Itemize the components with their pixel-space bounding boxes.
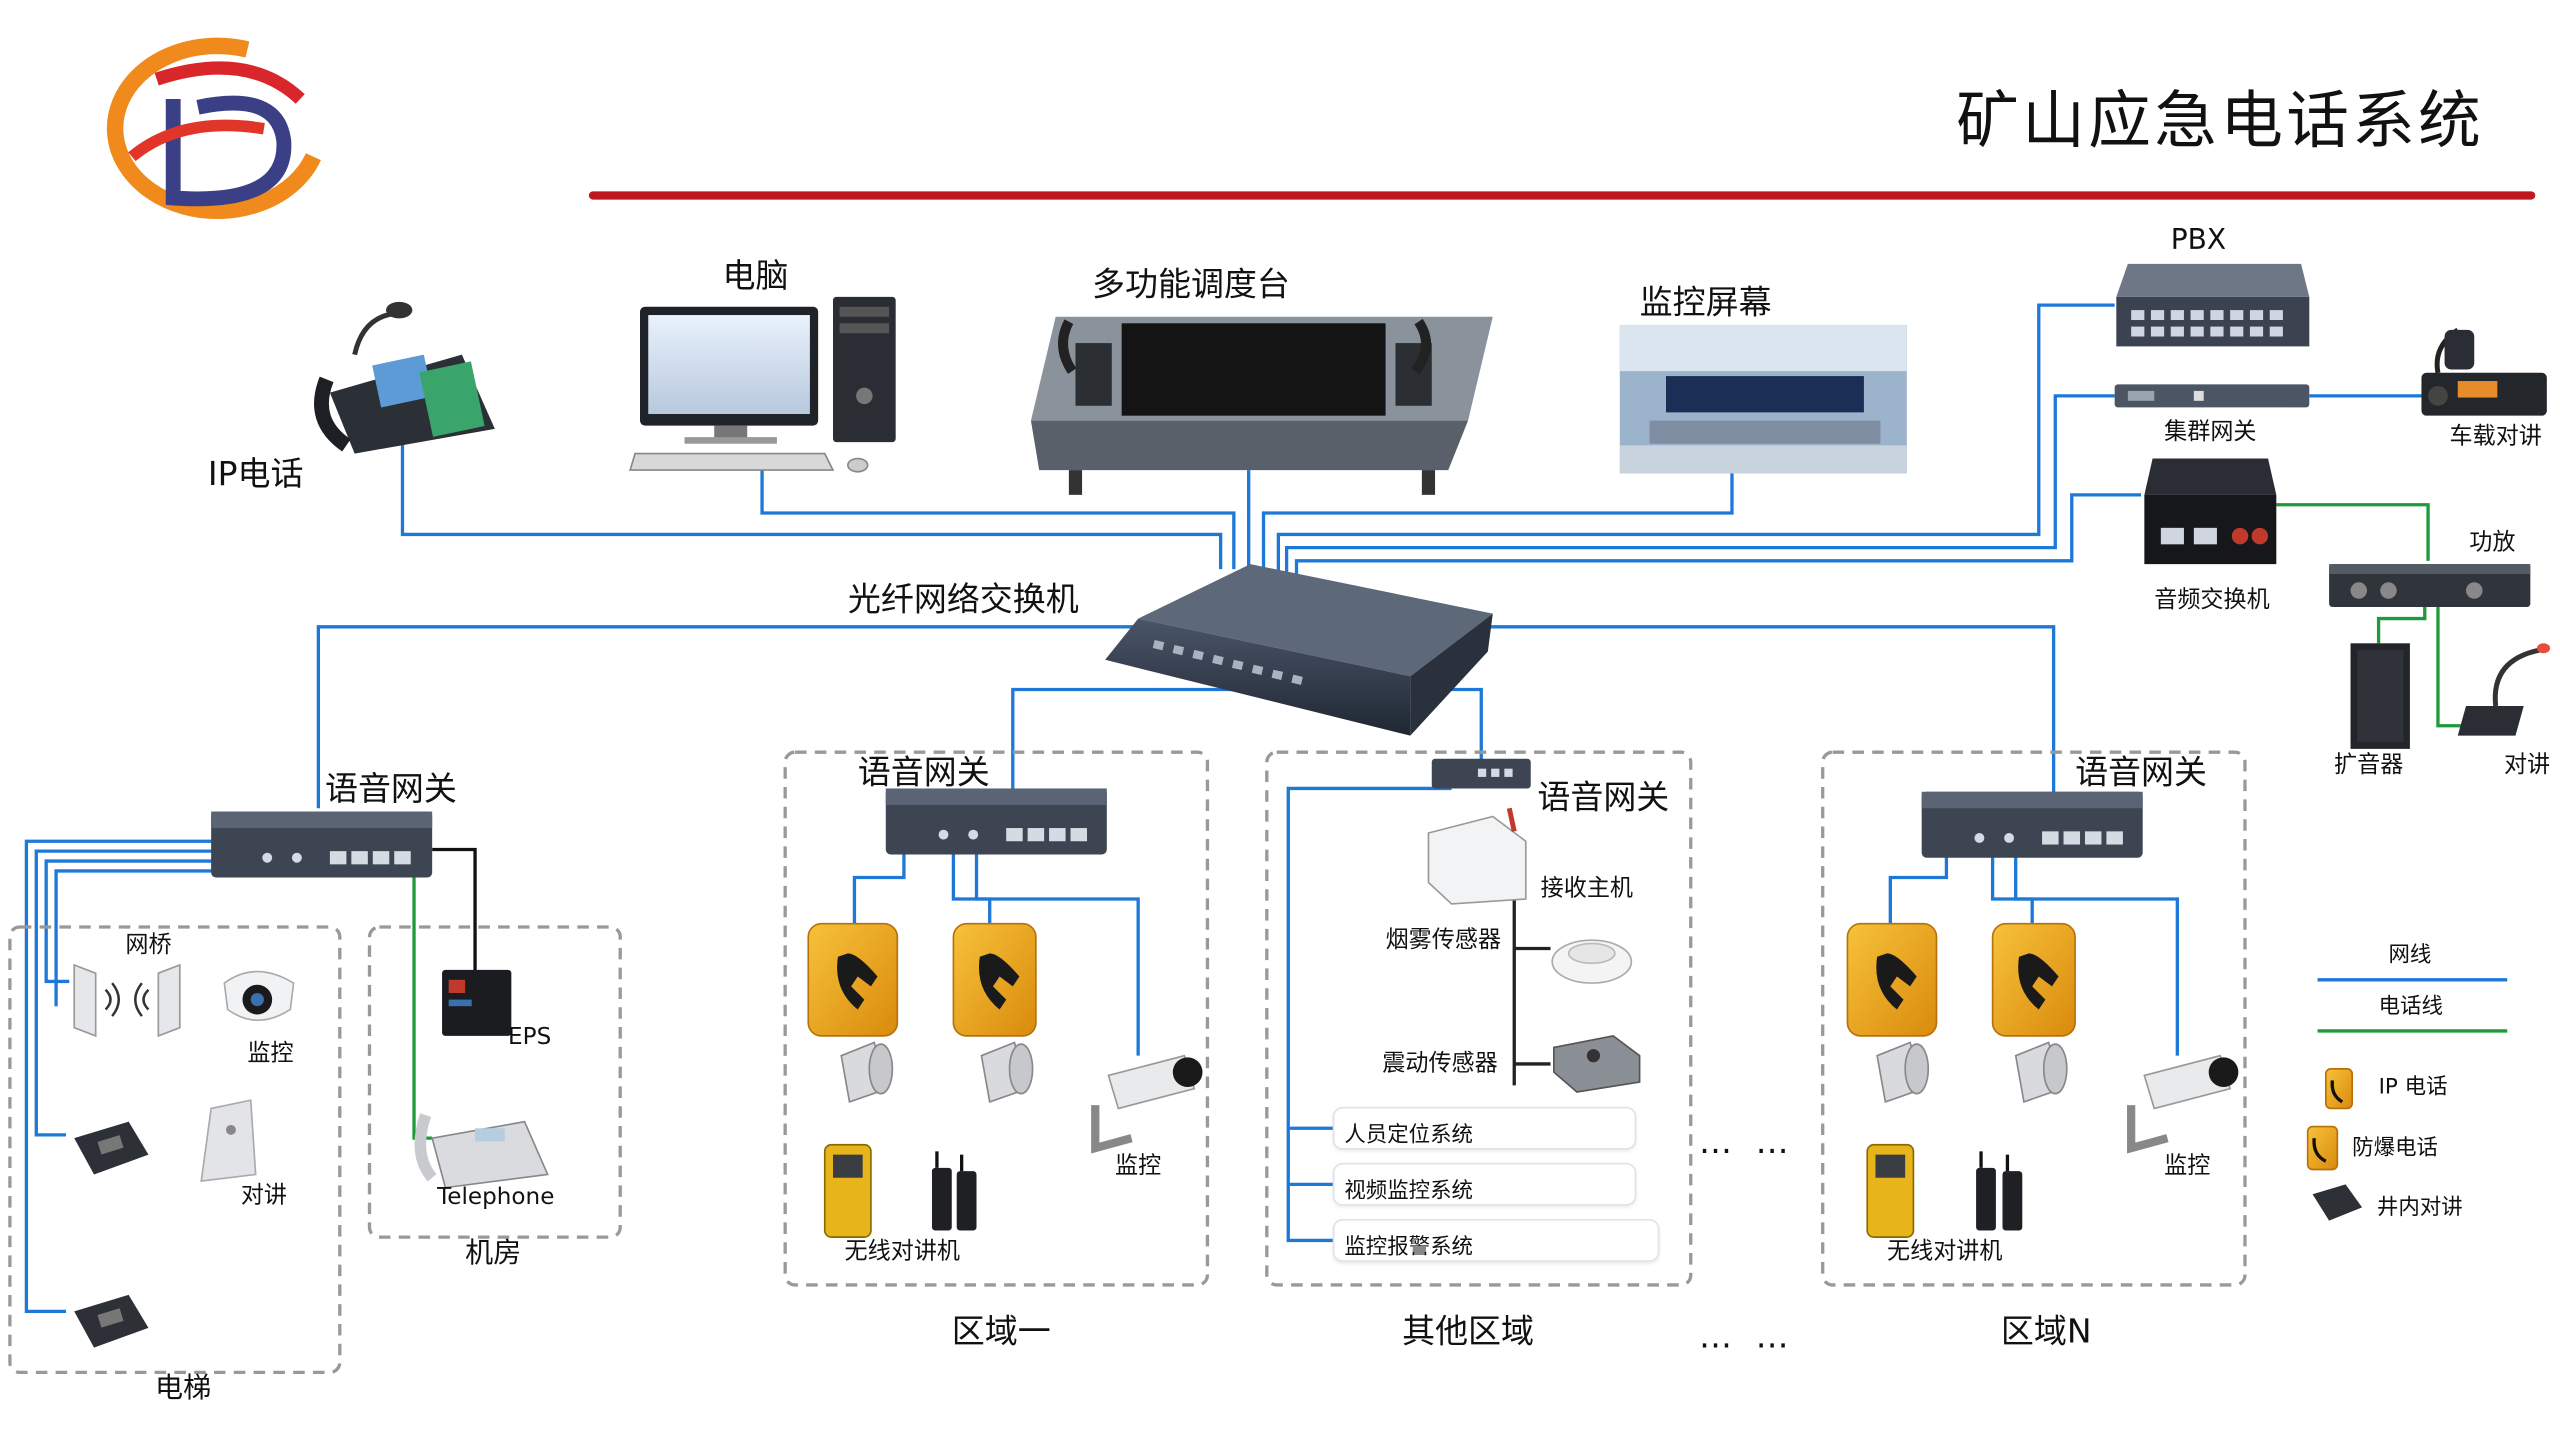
system-box-personnel: 人员定位系统 [1332, 1106, 1637, 1150]
left-gateway-label: 语音网关 [324, 768, 457, 809]
trunk-gateway-label: 集群网关 [2164, 418, 2257, 446]
monitor-screen-label: 监控屏幕 [1639, 282, 1772, 322]
network-lines [24, 303, 2508, 1314]
gateway-zone1-device [885, 788, 1107, 855]
gateway-left-device [211, 811, 433, 878]
phone-lines [412, 503, 2508, 1140]
vehicle-radio-device [2421, 327, 2547, 416]
telephone-label: Telephone [437, 1184, 555, 1211]
zoneN-horn-speakers [1876, 1041, 2068, 1103]
zone1-walkie-label: 无线对讲机 [844, 1238, 961, 1266]
core-switch-label: 光纤网络交换机 [847, 578, 1079, 619]
left-camera-label: 监控 [247, 1040, 294, 1068]
receiver-host-device [1427, 807, 1527, 905]
sensor-bus [1512, 898, 1551, 1086]
zone1-bullet-camera [1091, 1054, 1203, 1154]
other-gateway-label: 语音网关 [1537, 776, 1670, 817]
zone1-explosion-phone-2 [952, 922, 1037, 1037]
smoke-sensor-label: 烟雾传感器 [1385, 927, 1502, 954]
ip-phone-label: IP电话 [207, 453, 304, 494]
pbx-device [2116, 263, 2310, 347]
system-personnel-label: 人员定位系统 [1344, 1123, 1474, 1149]
zoneN-bullet-camera [2127, 1054, 2239, 1154]
left-intercom-label: 对讲 [240, 1182, 288, 1210]
speaker-box-device [2350, 643, 2410, 749]
monitor-wall-device [1619, 324, 1907, 474]
zone-boxes [8, 750, 2247, 1375]
machine-room-label: 机房 [465, 1237, 522, 1271]
legend-network-label: 网线 [2388, 943, 2432, 969]
page-title: 矿山应急电话系统 [1956, 84, 2485, 157]
telephone-device [414, 1113, 549, 1189]
mine-intercom-left-device [74, 1121, 149, 1175]
core-fiber-switch-device [1105, 564, 1493, 736]
audio-switch-device [2144, 458, 2277, 565]
receiver-label: 接收主机 [1540, 875, 1634, 903]
zoneN-walkie-talkies [1866, 1143, 2023, 1238]
zone1-name: 区域一 [951, 1311, 1051, 1351]
desk-mic-device [2457, 643, 2551, 736]
zone1-gateway-label: 语音网关 [857, 752, 990, 792]
bridge-label: 网桥 [125, 931, 172, 959]
ip-phone-device [314, 301, 495, 454]
desk-intercom-label: 对讲 [2503, 752, 2551, 779]
eps-label: EPS [508, 1024, 552, 1051]
legend-phone-label: 电话线 [2378, 994, 2443, 1020]
system-video-label: 视频监控系统 [1344, 1179, 1474, 1205]
zoneN-explosion-phone-2 [1991, 922, 2076, 1037]
eps-device [442, 969, 512, 1036]
zoneN-name: 区域N [2000, 1311, 2092, 1351]
gateway-other-device [1431, 758, 1531, 789]
system-box-video: 视频监控系统 [1332, 1162, 1637, 1206]
computer-label: 电脑 [722, 255, 789, 296]
zoneN-camera-label: 监控 [2164, 1153, 2211, 1180]
vibration-sensor-label: 震动传感器 [1382, 1050, 1498, 1078]
system-alarm-label: 监控报警系统 [1344, 1235, 1474, 1261]
amplifier-device [2329, 564, 2531, 608]
legend-ip-phone-icon [2324, 1068, 2354, 1110]
zone1-walkie-talkies [823, 1143, 977, 1238]
gateway-zoneN-device [1921, 791, 2143, 858]
zone1-camera-label: 监控 [1115, 1153, 1162, 1180]
dispatch-console-device [1030, 316, 1493, 495]
legend-explosion-phone-icon [2306, 1125, 2339, 1171]
title-bar [588, 191, 2536, 200]
amplifier-label: 功放 [2469, 529, 2516, 556]
trunk-gateway-device [2114, 384, 2310, 408]
legend-mine-intercom-icon [2312, 1184, 2363, 1221]
bridge-device [73, 963, 181, 1038]
computer-device [629, 296, 896, 473]
intercom-panel-device [200, 1099, 257, 1182]
system-box-alarm: 监控报警系统 [1332, 1218, 1660, 1262]
pbx-label: PBX [2170, 224, 2227, 258]
elevator-intercom-device [74, 1294, 149, 1348]
speaker-label: 扩音器 [2334, 752, 2404, 779]
legend-ip-phone-label: IP 电话 [2378, 1075, 2448, 1101]
audio-switch-label: 音频交换机 [2154, 587, 2270, 614]
zoneN-explosion-phone-1 [1846, 922, 1938, 1037]
dome-camera-device [223, 970, 295, 1021]
vibration-sensor-device [1553, 1035, 1641, 1093]
vehicle-radio-label: 车载对讲 [2449, 423, 2542, 451]
elevator-label: 电梯 [155, 1372, 212, 1406]
zoneN-gateway-label: 语音网关 [2075, 752, 2208, 792]
other-zone-name: 其他区域 [1402, 1311, 1535, 1351]
zone1-explosion-phone-1 [807, 922, 899, 1037]
console-label: 多功能调度台 [1091, 263, 1290, 304]
eps-line [432, 847, 477, 974]
company-logo [106, 37, 321, 220]
smoke-sensor-device [1551, 939, 1633, 984]
ellipsis-mid: … … [1698, 1121, 1796, 1162]
zoneN-walkie-label: 无线对讲机 [1887, 1238, 2003, 1266]
legend-explosion-phone-label: 防爆电话 [2352, 1136, 2438, 1162]
ellipsis-bottom: … … [1698, 1316, 1796, 1356]
legend-mine-intercom-label: 井内对讲 [2376, 1195, 2463, 1221]
zone1-horn-speakers [840, 1041, 1034, 1103]
